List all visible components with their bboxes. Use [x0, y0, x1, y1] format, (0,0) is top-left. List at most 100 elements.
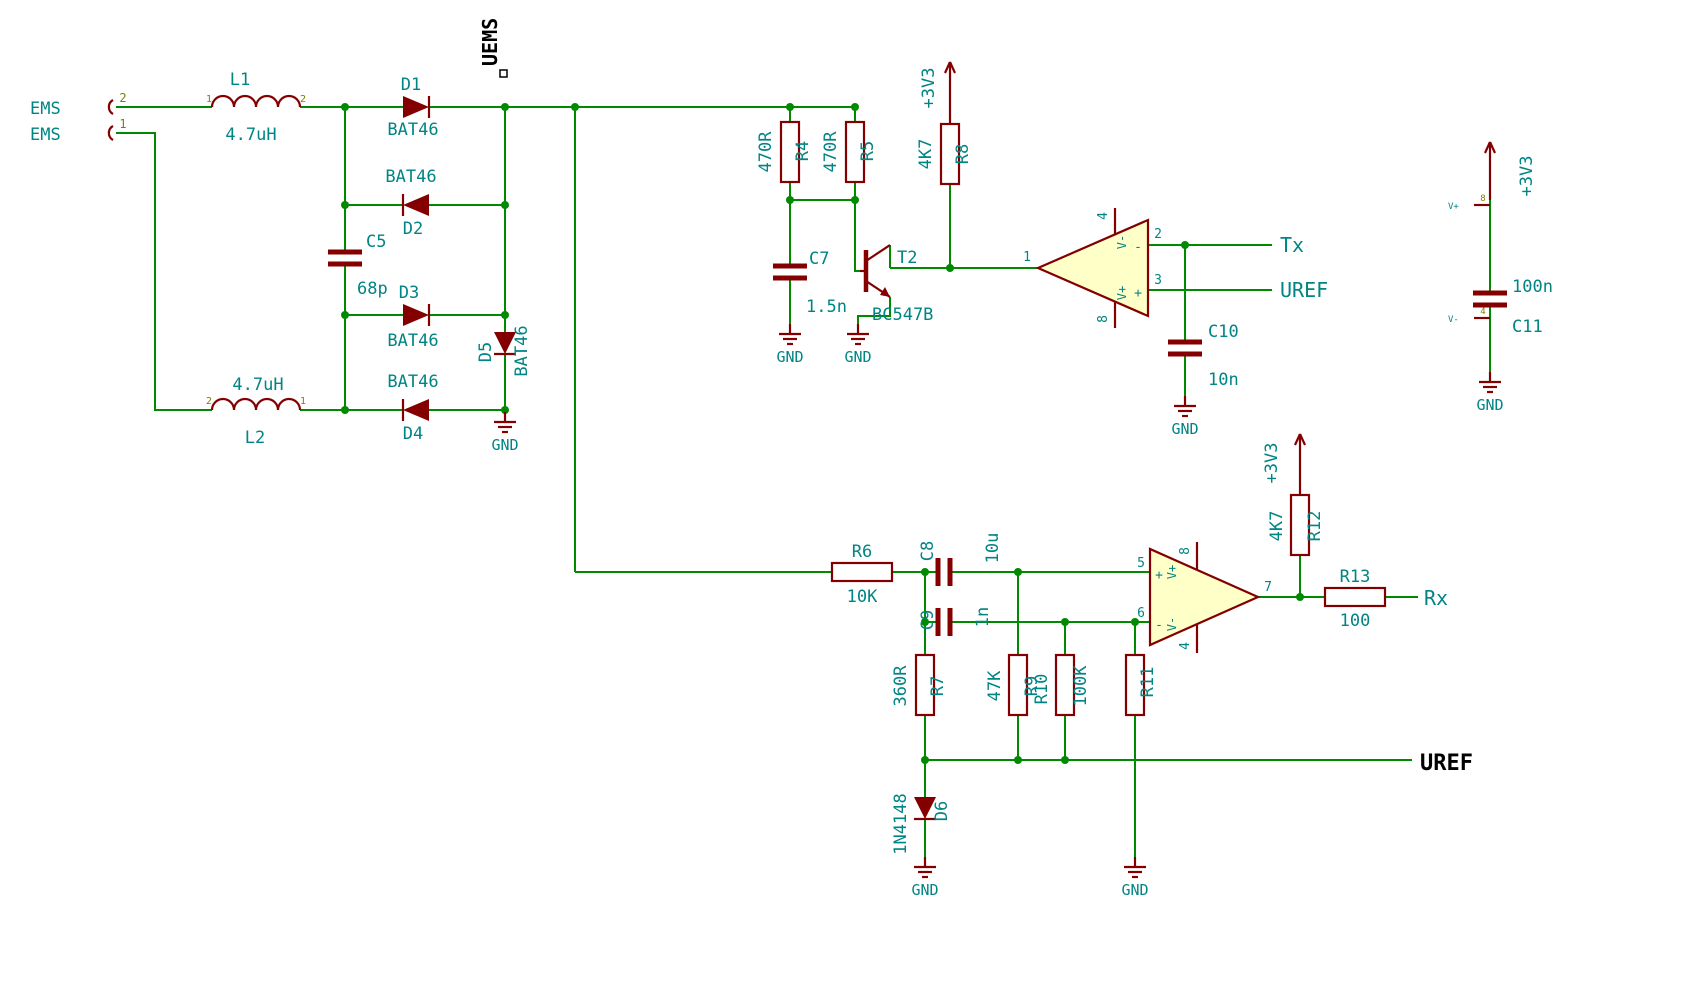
c9-value: 1n — [973, 607, 993, 627]
net-label-uref-top: UREF — [1280, 278, 1328, 302]
c7-value: 1.5n — [806, 297, 847, 317]
r9-resistor: 47K R9 — [985, 653, 1042, 717]
r6-value: 10K — [847, 587, 878, 607]
d3-value: BAT46 — [387, 331, 438, 351]
c9-ref: C9 — [918, 610, 938, 630]
gnd-label: GND — [911, 881, 938, 899]
d1-ref: D1 — [401, 75, 421, 95]
gnd-label: GND — [776, 348, 803, 366]
d4-diode: BAT46 D4 — [387, 372, 438, 444]
r6-resistor: R6 10K — [830, 542, 894, 607]
r5-resistor: 470R R5 — [821, 120, 878, 184]
opamp2-minus-mark: - — [1155, 618, 1163, 633]
r10-ref: R10 — [1032, 674, 1052, 705]
gnd-symbol: GND — [1476, 372, 1504, 414]
power-pin-number: 8 — [1480, 194, 1485, 204]
r11-ref: R11 — [1138, 667, 1158, 698]
c8-value: 10u — [983, 533, 1003, 564]
plus-3v3-label: +3V3 — [919, 68, 939, 109]
c10-ref: C10 — [1208, 322, 1239, 342]
d5-value: BAT46 — [512, 325, 532, 376]
gnd-symbol: GND — [1121, 857, 1149, 899]
l1-inductor: L1 4.7uH 1 2 — [206, 70, 306, 145]
l2-pin-number: 2 — [206, 396, 212, 407]
opamp2: 5 6 7 8 4 V+ V- + - — [1137, 542, 1272, 653]
r8-ref: R8 — [953, 144, 973, 164]
opamp2-pin-number: 6 — [1137, 606, 1145, 621]
d3-diode: D3 BAT46 — [387, 283, 438, 351]
opamp2-plus-mark: + — [1155, 568, 1163, 583]
opamp2-pin-number: 8 — [1178, 547, 1193, 555]
opamp2-pin-number: 7 — [1264, 580, 1272, 595]
d6-value: 1N4148 — [891, 793, 911, 854]
net-label-rx: Rx — [1424, 586, 1448, 610]
r12-resistor: 4K7 R12 — [1267, 493, 1325, 557]
d6-diode: 1N4148 D6 — [891, 793, 952, 854]
opamp1-minus-mark: - — [1134, 240, 1142, 255]
opamp1: 1 2 3 4 8 V- V+ - + — [1023, 208, 1162, 328]
r5-ref: R5 — [858, 141, 878, 161]
c11-capacitor: 100n C11 8 V+ 4 V- — [1448, 194, 1553, 337]
gnd-label: GND — [491, 436, 518, 454]
net-label-tx: Tx — [1280, 233, 1304, 257]
d5-diode: D5 BAT46 — [476, 325, 532, 376]
c10-value: 10n — [1208, 370, 1239, 390]
wires — [116, 106, 1491, 857]
d4-ref: D4 — [403, 424, 423, 444]
r9-value: 47K — [985, 670, 1005, 701]
c5-ref: C5 — [366, 232, 386, 252]
gnd-label: GND — [1171, 420, 1198, 438]
l2-inductor: 4.7uH L2 2 1 — [206, 375, 306, 448]
power-3v3-symbol: +3V3 — [1262, 433, 1307, 495]
c8-capacitor: C8 10u — [918, 533, 1003, 586]
power-3v3-symbol: +3V3 — [919, 61, 957, 124]
c11-ref: C11 — [1512, 317, 1543, 337]
l1-ref: L1 — [230, 70, 250, 90]
d2-diode: BAT46 D2 — [385, 167, 436, 239]
plus-3v3-label: +3V3 — [1262, 443, 1282, 484]
connector-label-bottom: EMS — [30, 125, 61, 145]
r4-value: 470R — [756, 131, 776, 173]
opamp2-vminus-label: V- — [1165, 617, 1179, 631]
gnd-label: GND — [1121, 881, 1148, 899]
gnd-label: GND — [1476, 396, 1503, 414]
power-pin-number: 4 — [1480, 307, 1485, 317]
t2-ref: T2 — [897, 248, 917, 268]
power-3v3-symbol: +3V3 — [1483, 141, 1537, 200]
l2-ref: L2 — [245, 428, 265, 448]
r5-value: 470R — [821, 131, 841, 173]
d4-value: BAT46 — [387, 372, 438, 392]
c9-capacitor: C9 1n — [918, 607, 993, 636]
r12-ref: R12 — [1305, 511, 1325, 542]
r4-ref: R4 — [793, 141, 813, 161]
r7-value: 360R — [891, 665, 911, 707]
opamp1-pin-number: 1 — [1023, 250, 1031, 265]
d1-value: BAT46 — [387, 120, 438, 140]
r12-value: 4K7 — [1267, 511, 1287, 542]
opamp2-pin-number: 5 — [1137, 556, 1145, 571]
r13-resistor: R13 100 — [1323, 567, 1387, 631]
opamp1-pin-number: 2 — [1154, 227, 1162, 242]
ems-connector: EMS EMS 2 1 — [30, 91, 127, 145]
opamp1-pin-number: 4 — [1096, 212, 1111, 220]
gnd-label: GND — [844, 348, 871, 366]
connector-pin-number: 2 — [119, 91, 126, 105]
l2-value: 4.7uH — [232, 375, 283, 395]
l1-pin-number: 1 — [206, 94, 212, 105]
r7-ref: R7 — [928, 676, 948, 696]
gnd-symbol: GND — [911, 857, 939, 899]
net-label-uems: UEMS — [478, 18, 508, 78]
net-label-uref-bottom: UREF — [1420, 751, 1473, 776]
l1-pin-number: 2 — [300, 94, 306, 105]
gnd-symbol: GND — [1171, 396, 1199, 438]
d6-ref: D6 — [932, 801, 952, 821]
power-pin-name: V+ — [1448, 202, 1459, 212]
d3-ref: D3 — [399, 283, 419, 303]
connector-label-top: EMS — [30, 99, 61, 119]
r4-resistor: 470R R4 — [756, 120, 813, 184]
d2-ref: D2 — [403, 219, 423, 239]
l2-pin-number: 1 — [300, 396, 306, 407]
r13-value: 100 — [1340, 611, 1371, 631]
